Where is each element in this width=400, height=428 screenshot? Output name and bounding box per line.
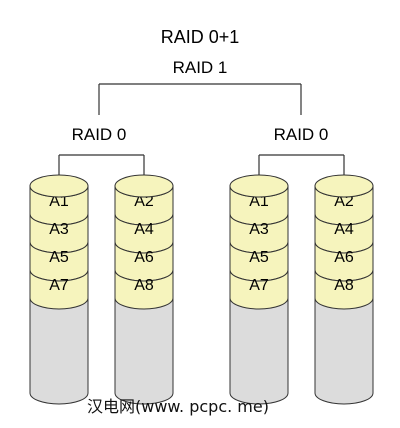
title-raid-0-plus-1: RAID 0+1 — [161, 27, 240, 47]
block-label: A5 — [249, 249, 269, 266]
disk-free-space — [229, 297, 289, 405]
block-label: A8 — [134, 277, 154, 294]
block-label: A3 — [49, 221, 69, 238]
disk-block — [229, 269, 289, 310]
block-label: A3 — [249, 221, 269, 238]
block-label: A5 — [49, 249, 69, 266]
block-label: A7 — [249, 277, 269, 294]
title-raid-1: RAID 1 — [173, 58, 228, 77]
disk-top-cap — [29, 174, 89, 198]
disk-top-cap — [229, 174, 289, 198]
block-label: A6 — [134, 249, 154, 266]
disk-block — [314, 269, 374, 310]
raid-1-mirror-connector — [98, 83, 302, 115]
disk-free-space — [29, 297, 89, 405]
disk-free-space — [314, 297, 374, 405]
block-label: A7 — [49, 277, 69, 294]
group-label-right-raid-0: RAID 0 — [274, 125, 329, 144]
disk-block — [29, 269, 89, 310]
block-label: A4 — [134, 221, 154, 238]
disk-top-cap — [314, 174, 374, 198]
block-label: A8 — [334, 277, 354, 294]
disk-free-space — [114, 297, 174, 405]
block-label: A6 — [334, 249, 354, 266]
disk-block — [114, 269, 174, 310]
block-label: A4 — [334, 221, 354, 238]
group-label-left-raid-0: RAID 0 — [72, 125, 127, 144]
disk-top-cap — [114, 174, 174, 198]
watermark-text: 汉电网(www. pcpc. me) — [87, 397, 269, 416]
